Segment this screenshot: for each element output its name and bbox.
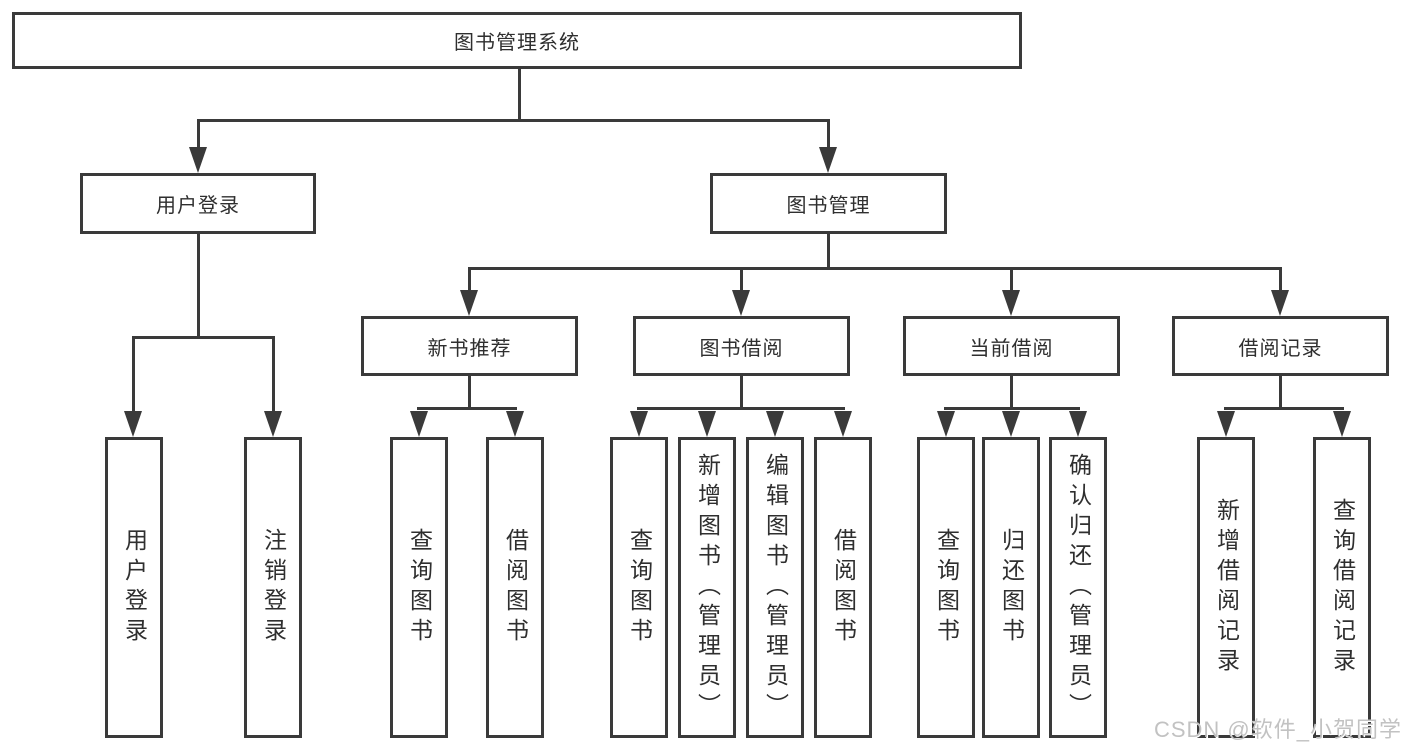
connector-line bbox=[468, 267, 1282, 270]
arrow-down bbox=[630, 411, 648, 437]
leaf-confirm-return-admin: 确认归还（管理员） bbox=[1049, 437, 1107, 738]
connector-line bbox=[197, 119, 830, 122]
connector-line bbox=[468, 267, 471, 292]
node-label: 确认归还（管理员） bbox=[1065, 452, 1092, 723]
node-book-borrowing: 图书借阅 bbox=[633, 316, 850, 376]
node-label: 查询借阅记录 bbox=[1329, 497, 1356, 678]
node-label: 新增图书（管理员） bbox=[694, 452, 721, 723]
leaf-query-borrow-record: 查询借阅记录 bbox=[1313, 437, 1371, 738]
leaf-add-books-admin: 新增图书（管理员） bbox=[678, 437, 736, 738]
node-label: 借阅图书 bbox=[502, 527, 529, 648]
connector-line bbox=[1224, 407, 1344, 410]
node-borrowing-records: 借阅记录 bbox=[1172, 316, 1389, 376]
arrow-down bbox=[1271, 290, 1289, 316]
arrow-down bbox=[1002, 290, 1020, 316]
node-label: 用户登录 bbox=[121, 527, 148, 648]
connector-line bbox=[1010, 267, 1013, 292]
arrow-down bbox=[506, 411, 524, 437]
connector-line bbox=[1279, 267, 1282, 292]
node-label: 借阅记录 bbox=[1238, 337, 1323, 360]
connector-line bbox=[468, 376, 471, 409]
connector-line bbox=[197, 234, 200, 338]
arrow-down bbox=[766, 411, 784, 437]
node-label: 编辑图书（管理员） bbox=[762, 452, 789, 723]
arrow-down bbox=[819, 147, 837, 173]
connector-line bbox=[1010, 376, 1013, 409]
arrow-down bbox=[1002, 411, 1020, 437]
node-label: 查询图书 bbox=[406, 527, 433, 648]
node-label: 注销登录 bbox=[260, 527, 287, 648]
leaf-edit-books-admin: 编辑图书（管理员） bbox=[746, 437, 804, 738]
node-label: 归还图书 bbox=[998, 527, 1025, 648]
connector-line bbox=[197, 119, 200, 148]
arrow-down bbox=[1333, 411, 1351, 437]
node-label: 图书借阅 bbox=[699, 337, 784, 360]
node-book-management: 图书管理 bbox=[710, 173, 947, 234]
connector-line bbox=[272, 336, 275, 413]
watermark: CSDN @软件_小贺同学 bbox=[1153, 717, 1402, 742]
arrow-down bbox=[264, 411, 282, 437]
arrow-down bbox=[124, 411, 142, 437]
arrow-down bbox=[834, 411, 852, 437]
arrow-down bbox=[698, 411, 716, 437]
node-user-login: 用户登录 bbox=[80, 173, 316, 234]
connector-line bbox=[740, 376, 743, 409]
leaf-add-borrow-record: 新增借阅记录 bbox=[1197, 437, 1255, 738]
arrow-down bbox=[1217, 411, 1235, 437]
node-label: 图书管理 bbox=[786, 195, 871, 217]
node-label: 查询图书 bbox=[933, 527, 960, 648]
leaf-borrow-books-recommend: 借阅图书 bbox=[486, 437, 544, 738]
connector-line bbox=[518, 66, 521, 120]
connector-line bbox=[417, 407, 517, 410]
leaf-query-books-recommend: 查询图书 bbox=[390, 437, 448, 738]
connector-line bbox=[1279, 376, 1282, 409]
leaf-borrow-books: 借阅图书 bbox=[814, 437, 872, 738]
connector-line bbox=[944, 407, 1080, 410]
arrow-down bbox=[189, 147, 207, 173]
arrow-down bbox=[1069, 411, 1087, 437]
connector-line bbox=[740, 267, 743, 292]
connector-line bbox=[132, 336, 275, 339]
connector-line bbox=[827, 119, 830, 148]
leaf-query-books-borrowing: 查询图书 bbox=[610, 437, 668, 738]
node-label: 新书推荐 bbox=[427, 337, 512, 360]
node-label: 当前借阅 bbox=[969, 337, 1054, 360]
arrow-down bbox=[460, 290, 478, 316]
node-current-borrowing: 当前借阅 bbox=[903, 316, 1120, 376]
node-label: 用户登录 bbox=[156, 195, 240, 217]
node-label: 图书管理系统 bbox=[454, 32, 580, 54]
node-label: 借阅图书 bbox=[830, 527, 857, 648]
leaf-user-login: 用户登录 bbox=[105, 437, 163, 738]
arrow-down bbox=[410, 411, 428, 437]
node-new-book-recommend: 新书推荐 bbox=[361, 316, 578, 376]
connector-line bbox=[132, 336, 135, 413]
connector-line bbox=[637, 407, 845, 410]
node-book-management-system: 图书管理系统 bbox=[12, 12, 1022, 69]
leaf-logout: 注销登录 bbox=[244, 437, 302, 738]
leaf-query-books-current: 查询图书 bbox=[917, 437, 975, 738]
leaf-return-books: 归还图书 bbox=[982, 437, 1040, 738]
connector-line bbox=[827, 234, 830, 268]
node-label: 新增借阅记录 bbox=[1213, 497, 1240, 678]
node-label: 查询图书 bbox=[626, 527, 653, 648]
arrow-down bbox=[937, 411, 955, 437]
arrow-down bbox=[732, 290, 750, 316]
